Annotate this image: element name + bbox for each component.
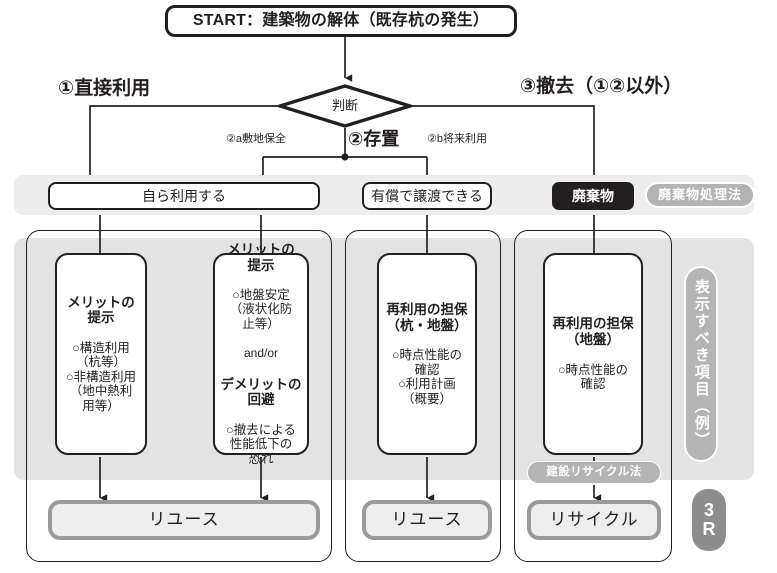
badge-construction-recycling-law: 建設リサイクル法 — [527, 461, 661, 484]
branch-label-future-use: ②b将来利用 — [427, 132, 487, 145]
result-pill-recycle[interactable]: リサイクル — [527, 500, 661, 540]
branch-label-leave-in-place: ②存置 — [348, 129, 400, 150]
detail-body: ○時点性能の 確認 ○利用計画 （概要） — [391, 348, 463, 406]
detail-box-merit-ground[interactable]: メリットの 提示 ○地盤安定 （液状化防 止等） and/or デメリットの 回… — [213, 242, 309, 466]
branch-label-removal: ③撤去（①②以外） — [520, 75, 683, 97]
side-label-items-to-display: 表示すべき項目（例） — [684, 266, 718, 462]
detail-box-reuse-assurance-ground[interactable]: 再利用の担保 （地盤） ○時点性能の 確認 — [543, 253, 643, 455]
detail-body: ○構造利用 （杭等） ○非構造利用 （地中熱利 用等） — [65, 340, 137, 413]
detail-box-merit-structural[interactable]: メリットの 提示 ○構造利用 （杭等） ○非構造利用 （地中熱利 用等） — [55, 253, 147, 455]
detail-body-2: ○撤去による 性能低下の 恐れ — [226, 422, 296, 466]
badge-3r: 3 R — [692, 489, 726, 551]
detail-head: 再利用の担保 （地盤） — [552, 316, 634, 348]
branch-label-direct-use: ①直接利用 — [58, 77, 151, 99]
detail-head: 再利用の担保 （杭・地盤） — [386, 301, 468, 333]
result-pill-reuse-1[interactable]: リユース — [48, 500, 320, 540]
decision-label: 判断 — [331, 98, 358, 114]
row2-box-waste[interactable]: 廃棄物 — [552, 182, 634, 210]
column-group-waste — [514, 230, 672, 562]
detail-head: メリットの 提示 — [227, 241, 295, 273]
column-group-transfer — [345, 230, 501, 562]
badge-3r-bottom: R — [702, 519, 716, 539]
row2-box-transferable[interactable]: 有償で譲渡できる — [362, 182, 492, 210]
badge-3r-top: 3 — [703, 500, 714, 521]
detail-head-2: デメリットの 回避 — [220, 376, 302, 408]
detail-body: ○地盤安定 （液状化防 止等） — [229, 287, 293, 331]
row2-box-self-use[interactable]: 自ら利用する — [48, 182, 320, 210]
column-group-direct-use — [26, 230, 332, 562]
detail-box-reuse-assurance-pile-ground[interactable]: 再利用の担保 （杭・地盤） ○時点性能の 確認 ○利用計画 （概要） — [377, 253, 477, 455]
result-pill-reuse-2[interactable]: リユース — [362, 500, 492, 540]
detail-head: メリットの 提示 — [67, 294, 135, 326]
detail-body: ○時点性能の 確認 — [557, 362, 629, 392]
badge-waste-disposal-law: 廃棄物処理法 — [645, 182, 755, 208]
detail-connector-text: and/or — [243, 346, 279, 361]
start-box: START：建築物の解体（既存杭の発生） — [165, 5, 517, 37]
decision-diamond — [278, 84, 412, 128]
branch-label-site-preservation: ②a敷地保全 — [226, 132, 286, 145]
